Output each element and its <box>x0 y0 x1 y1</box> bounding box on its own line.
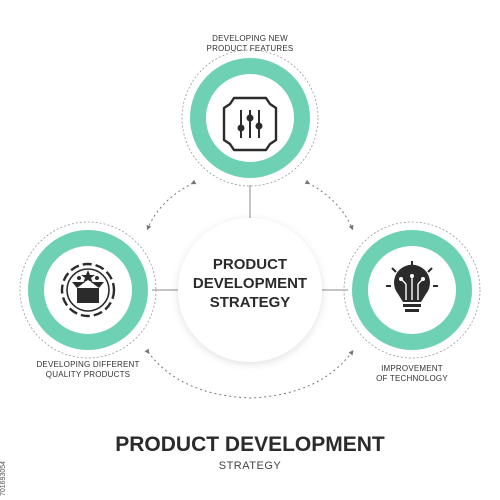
node-top-label-line-2: PRODUCT FEATURES <box>206 44 294 53</box>
center-circle <box>178 218 322 362</box>
node-left-label-line-2: QUALITY PRODUCTS <box>45 370 131 379</box>
node-top-label: DEVELOPING NEW PRODUCT FEATURES <box>175 34 325 54</box>
center-title-line-1: PRODUCT <box>212 256 288 273</box>
stock-id: 701693054 <box>0 460 7 496</box>
node-right-label-line-1: IMPROVEMENT <box>381 364 443 373</box>
arrow-top-right <box>304 179 354 231</box>
node-right <box>343 221 481 359</box>
arrow-bottom <box>144 348 354 399</box>
node-top <box>181 49 319 187</box>
node-right-label-line-2: OF TECHNOLOGY <box>376 374 448 383</box>
arrow-top-left <box>146 179 197 231</box>
gear-box-stars-icon <box>60 262 116 318</box>
node-left-label: DEVELOPING DIFFERENT QUALITY PRODUCTS <box>20 360 156 380</box>
lightbulb-circuit-icon <box>386 261 438 312</box>
footer-title: PRODUCT DEVELOPMENT <box>115 433 385 456</box>
node-left-label-line-1: DEVELOPING DIFFERENT <box>36 360 140 369</box>
footer-subtitle: STRATEGY <box>218 460 282 472</box>
gear-sliders-icon <box>222 96 278 152</box>
node-top-label-line-1: DEVELOPING NEW <box>212 34 288 43</box>
center-title-line-3: STRATEGY <box>209 294 291 311</box>
center-title: PRODUCT DEVELOPMENT STRATEGY <box>175 255 325 312</box>
node-left <box>19 221 157 359</box>
center-title-line-2: DEVELOPMENT <box>192 275 308 292</box>
node-right-label: IMPROVEMENT OF TECHNOLOGY <box>346 364 478 384</box>
